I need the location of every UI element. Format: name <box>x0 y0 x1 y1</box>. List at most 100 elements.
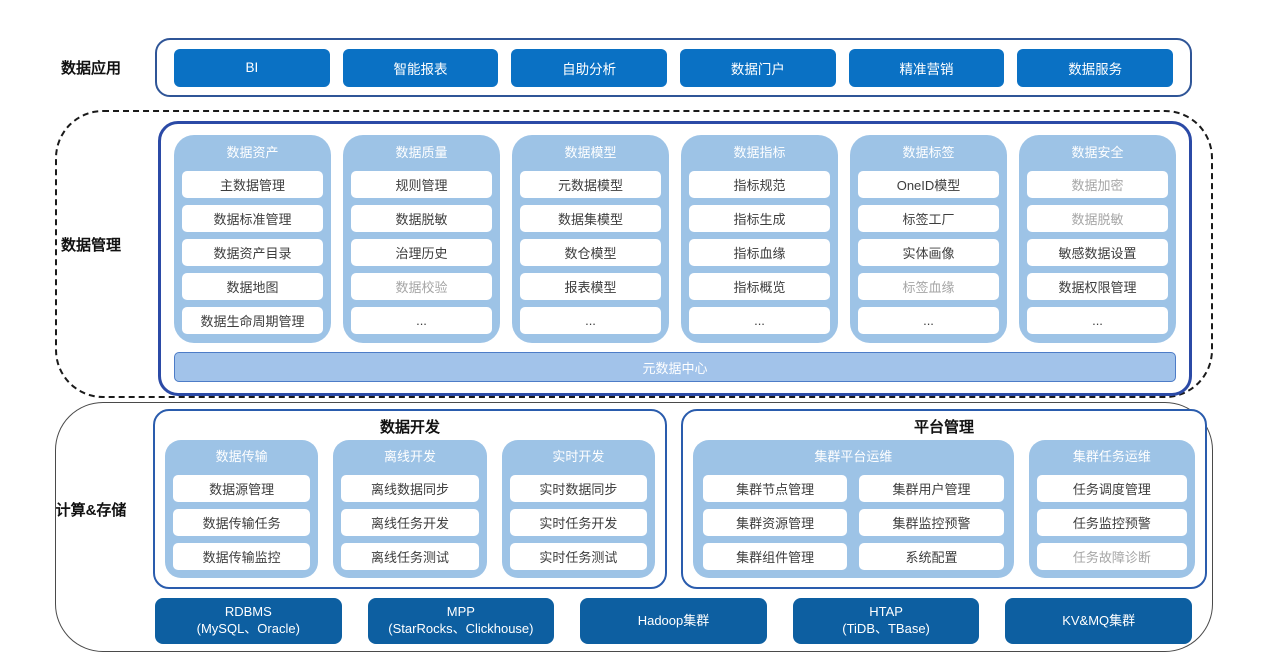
mgmt-item: 治理历史 <box>351 239 492 266</box>
management-columns: 数据资产 主数据管理 数据标准管理 数据资产目录 数据地图 数据生命周期管理 数… <box>174 135 1176 343</box>
mgmt-col-data-asset: 数据资产 主数据管理 数据标准管理 数据资产目录 数据地图 数据生命周期管理 <box>174 135 331 343</box>
data-dev-title: 数据开发 <box>379 419 440 436</box>
infra-box-line1: RDBMS <box>224 604 272 620</box>
cluster-platform-ops-grid: 集群节点管理 集群用户管理 集群资源管理 集群监控预警 集群组件管理 系统配置 <box>703 475 1004 570</box>
mgmt-item: 标签工厂 <box>858 205 999 232</box>
platform-item: 集群用户管理 <box>859 475 1004 502</box>
app-layer-container: BI 智能报表 自助分析 数据门户 精准营销 数据服务 <box>155 38 1192 97</box>
infra-row: RDBMS (MySQL、Oracle) MPP (StarRocks、Clic… <box>155 598 1192 644</box>
dev-item: 离线任务测试 <box>341 543 479 570</box>
label-compute-storage: 计算&存储 <box>55 501 127 519</box>
platform-item: 集群组件管理 <box>703 543 848 570</box>
group-title: 集群任务运维 <box>1072 449 1151 464</box>
mgmt-item: 数据校验 <box>351 273 492 300</box>
mgmt-item: 指标规范 <box>689 171 830 198</box>
dev-item: 实时任务测试 <box>509 543 647 570</box>
mgmt-item-ellipsis: ... <box>1027 307 1168 334</box>
compute-layer-outline <box>55 402 1213 652</box>
mgmt-item: 指标生成 <box>689 205 830 232</box>
infra-box-line2: (StarRocks、Clickhouse) <box>388 621 534 636</box>
dev-item: 数据传输监控 <box>173 543 311 570</box>
mgmt-item: 指标概览 <box>689 273 830 300</box>
app-box-data-service: 数据服务 <box>1017 48 1174 87</box>
dev-item: 实时数据同步 <box>509 475 647 502</box>
infra-box-line1: KV&MQ集群 <box>1062 612 1136 628</box>
mgmt-item: 数据标准管理 <box>182 205 323 232</box>
data-dev-columns: 数据传输 数据源管理 数据传输任务 数据传输监控 离线开发 离线数据同步 离线任… <box>165 440 655 578</box>
dev-item: 离线任务开发 <box>341 509 479 536</box>
mgmt-col-data-security: 数据安全 数据加密 数据脱敏 敏感数据设置 数据权限管理 ... <box>1019 135 1176 343</box>
dev-item: 数据源管理 <box>173 475 311 502</box>
group-title: 集群平台运维 <box>814 449 893 464</box>
mgmt-item: 数仓模型 <box>520 239 661 266</box>
mgmt-col-title: 数据质量 <box>395 145 448 160</box>
dev-col-title: 离线开发 <box>383 449 436 464</box>
mgmt-item: 数据集模型 <box>520 205 661 232</box>
app-box-smart-report: 智能报表 <box>342 48 499 87</box>
dev-col-title: 实时开发 <box>552 449 605 464</box>
mgmt-item: 指标血缘 <box>689 239 830 266</box>
infra-box-mpp: MPP (StarRocks、Clickhouse) <box>367 598 555 644</box>
mgmt-col-title: 数据资产 <box>226 145 279 160</box>
mgmt-col-data-tag: 数据标签 OneID模型 标签工厂 实体画像 标签血缘 ... <box>850 135 1007 343</box>
app-box-bi: BI <box>174 48 330 87</box>
data-dev-panel: 数据开发 数据传输 数据源管理 数据传输任务 数据传输监控 离线开发 离线数据同… <box>153 409 667 589</box>
mgmt-item: OneID模型 <box>858 171 999 198</box>
mgmt-item: 数据生命周期管理 <box>182 307 323 334</box>
dev-item: 数据传输任务 <box>173 509 311 536</box>
infra-box-hadoop: Hadoop集群 <box>580 598 767 644</box>
mgmt-col-data-metric: 数据指标 指标规范 指标生成 指标血缘 指标概览 ... <box>681 135 838 343</box>
dev-col-realtime-dev: 实时开发 实时数据同步 实时任务开发 实时任务测试 <box>501 440 655 578</box>
dev-col-data-transfer: 数据传输 数据源管理 数据传输任务 数据传输监控 <box>165 440 319 578</box>
platform-item: 集群资源管理 <box>703 509 848 536</box>
mgmt-item: 实体画像 <box>858 239 999 266</box>
mgmt-col-title: 数据标签 <box>902 145 955 160</box>
mgmt-col-title: 数据安全 <box>1071 145 1124 160</box>
mgmt-item: 数据加密 <box>1027 171 1168 198</box>
platform-item: 任务监控预警 <box>1036 509 1187 536</box>
app-box-precision-marketing: 精准营销 <box>848 48 1005 87</box>
platform-mgmt-title: 平台管理 <box>913 419 974 436</box>
group-cluster-task-ops: 集群任务运维 任务调度管理 任务监控预警 任务故障诊断 <box>1028 440 1195 578</box>
label-data-management: 数据管理 <box>60 236 121 254</box>
mgmt-col-data-model: 数据模型 元数据模型 数据集模型 数仓模型 报表模型 ... <box>512 135 669 343</box>
mgmt-item: 数据资产目录 <box>182 239 323 266</box>
label-data-application: 数据应用 <box>60 59 121 77</box>
mgmt-col-data-quality: 数据质量 规则管理 数据脱敏 治理历史 数据校验 ... <box>343 135 500 343</box>
dev-col-offline-dev: 离线开发 离线数据同步 离线任务开发 离线任务测试 <box>333 440 487 578</box>
platform-item: 任务故障诊断 <box>1036 543 1187 570</box>
management-layer-dashed-outline <box>55 110 1213 398</box>
mgmt-item: 数据脱敏 <box>351 205 492 232</box>
metadata-center-bar: 元数据中心 <box>174 352 1176 382</box>
mgmt-item-ellipsis: ... <box>351 307 492 334</box>
infra-box-line2: (TiDB、TBase) <box>842 621 930 636</box>
platform-item: 任务调度管理 <box>1036 475 1187 502</box>
platform-mgmt-panel: 平台管理 集群平台运维 集群节点管理 集群用户管理 集群资源管理 集群监控预警 … <box>681 409 1207 589</box>
infra-box-line1: MPP <box>446 604 475 620</box>
app-box-data-portal: 数据门户 <box>680 48 836 87</box>
mgmt-item: 敏感数据设置 <box>1027 239 1168 266</box>
mgmt-col-title: 数据模型 <box>564 145 617 160</box>
platform-item: 集群节点管理 <box>703 475 848 502</box>
infra-box-rdbms: RDBMS (MySQL、Oracle) <box>155 598 342 644</box>
infra-box-line1: HTAP <box>869 604 903 620</box>
dev-col-title: 数据传输 <box>215 449 268 464</box>
platform-item: 系统配置 <box>859 543 1004 570</box>
infra-box-kv-mq: KV&MQ集群 <box>1005 598 1192 644</box>
app-box-self-analysis: 自助分析 <box>511 48 668 87</box>
mgmt-item: 标签血缘 <box>858 273 999 300</box>
infra-box-line1: Hadoop集群 <box>637 612 710 628</box>
mgmt-col-title: 数据指标 <box>733 145 786 160</box>
mgmt-item: 主数据管理 <box>182 171 323 198</box>
platform-groups: 集群平台运维 集群节点管理 集群用户管理 集群资源管理 集群监控预警 集群组件管… <box>693 440 1195 578</box>
mgmt-item: 数据脱敏 <box>1027 205 1168 232</box>
platform-item: 集群监控预警 <box>859 509 1004 536</box>
group-cluster-platform-ops: 集群平台运维 集群节点管理 集群用户管理 集群资源管理 集群监控预警 集群组件管… <box>693 440 1014 578</box>
mgmt-item: 数据权限管理 <box>1027 273 1168 300</box>
mgmt-item-ellipsis: ... <box>858 307 999 334</box>
dev-item: 实时任务开发 <box>509 509 647 536</box>
mgmt-item: 数据地图 <box>182 273 323 300</box>
mgmt-item-ellipsis: ... <box>520 307 661 334</box>
dev-item: 离线数据同步 <box>341 475 479 502</box>
